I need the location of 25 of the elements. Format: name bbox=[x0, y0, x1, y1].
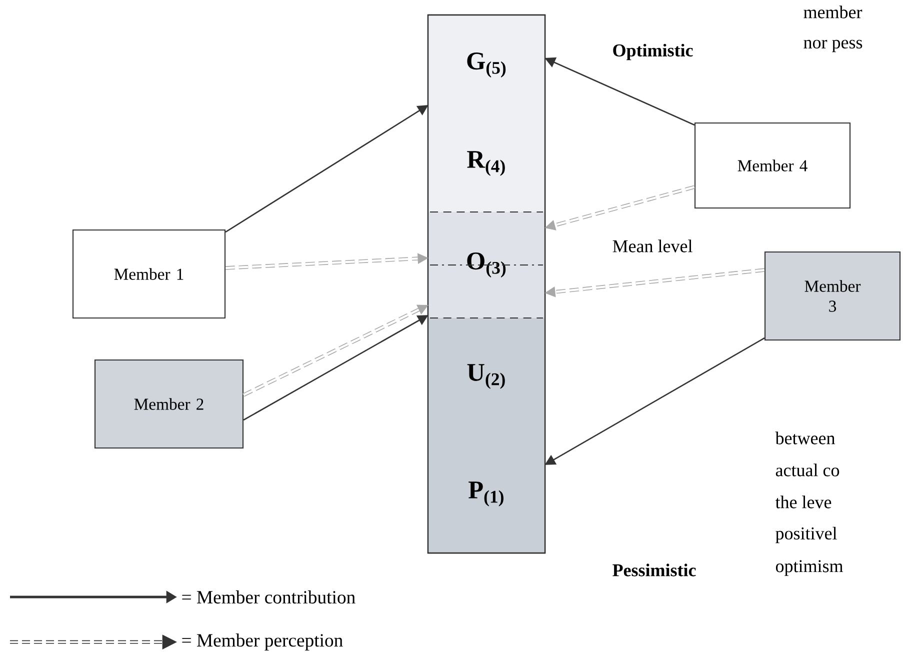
label: Optimistic bbox=[613, 44, 693, 60]
label: member bbox=[804, 6, 862, 18]
label: Mean level bbox=[612, 240, 692, 252]
label: the leve bbox=[775, 496, 832, 508]
legend-text: = Member perception bbox=[182, 634, 343, 650]
scale-level: R$_{(4)}$ bbox=[428, 115, 544, 212]
member-box: Member 3 bbox=[764, 251, 901, 341]
node-label: G$_{(5)}$ bbox=[467, 52, 506, 78]
label: optimism bbox=[776, 560, 843, 576]
scale-level: P$_{(1)}$ bbox=[428, 435, 544, 553]
node-label: P$_{(1)}$ bbox=[468, 482, 504, 506]
node-label: U$_{(2)}$ bbox=[467, 364, 505, 389]
label: nor pess bbox=[804, 40, 862, 52]
label: positivel bbox=[776, 526, 837, 544]
scale-level: U$_{(2)}$ bbox=[428, 318, 544, 435]
member-box: Member 1 bbox=[72, 229, 226, 319]
label: Pessimistic bbox=[612, 564, 696, 576]
label: actual co bbox=[776, 464, 840, 476]
node-label: R$_{(4)}$ bbox=[467, 151, 505, 176]
member-box: Member 2 bbox=[94, 359, 244, 449]
legend-text: = Member contribution bbox=[182, 590, 356, 604]
scale-level: G$_{(5)}$ bbox=[428, 15, 544, 115]
scale-level: O$_{(3)}$ bbox=[428, 212, 544, 318]
label: between bbox=[775, 432, 835, 444]
member-box: Member 4 bbox=[694, 122, 851, 209]
